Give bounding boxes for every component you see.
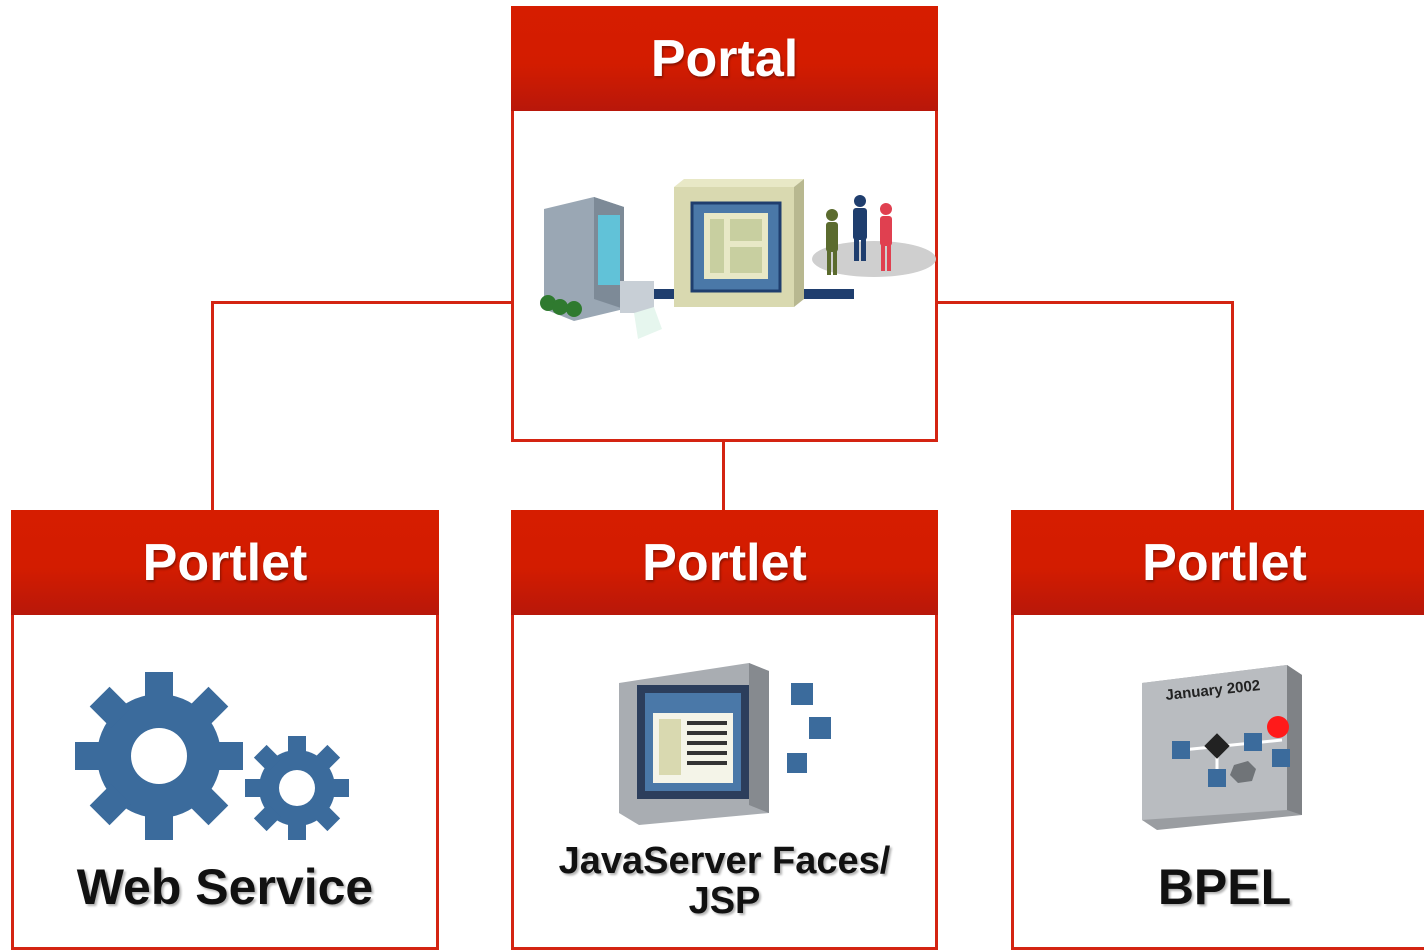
portlet-caption: JavaServer Faces/ JSP — [514, 841, 935, 921]
portlet-header: Portlet — [11, 510, 439, 615]
portlet-box-web-service: Portlet — [11, 510, 439, 950]
bpel-process-icon: January 2002 — [1142, 665, 1302, 830]
connector-horizontal-right — [936, 301, 1234, 304]
portlet-caption: BPEL — [1157, 859, 1292, 915]
portlet-title: Portlet — [142, 533, 308, 592]
portlet-title: Portlet — [642, 533, 807, 592]
web-page-icon — [619, 663, 831, 825]
gears-icon — [75, 672, 349, 840]
connector-vertical-center — [722, 440, 725, 513]
portlet-caption-line-1: JavaServer Faces/ — [558, 840, 891, 882]
portal-header: Portal — [511, 6, 938, 111]
portlet-title: Portlet — [1142, 533, 1307, 592]
connector-vertical-right — [1231, 301, 1234, 513]
portlet-box-bpel: Portlet January 2002 BPEL — [1011, 510, 1424, 950]
portlet-header: Portlet — [511, 510, 938, 615]
portlet-header: Portlet — [1011, 510, 1424, 615]
connector-vertical-left — [211, 301, 214, 513]
portlet-box-jsf: Portlet JavaServer Faces/ JSP — [511, 510, 938, 950]
portlet-caption-line-2: JSP — [688, 880, 761, 922]
portal-box: Portal — [511, 6, 938, 442]
connector-horizontal-left — [211, 301, 513, 304]
portlet-caption: Web Service — [76, 859, 374, 915]
portal-illustration-icon — [540, 179, 936, 339]
portal-title: Portal — [650, 29, 799, 88]
